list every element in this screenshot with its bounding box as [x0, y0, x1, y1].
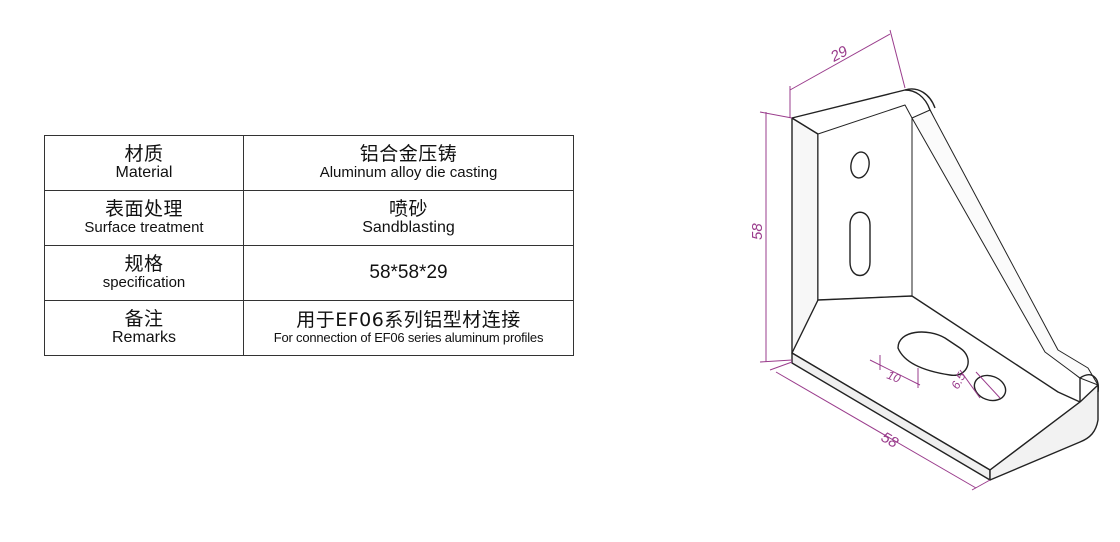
dimension-label-length: 58	[878, 429, 902, 452]
table-row-specification: 规格 specification 58*58*29	[44, 245, 574, 301]
row-value-cell: 58*58*29	[243, 245, 574, 301]
row-key-cell: 表面处理 Surface treatment	[44, 190, 244, 246]
value-chinese: 喷砂	[388, 197, 428, 220]
row-value-cell: 喷砂 Sandblasting	[243, 190, 574, 246]
value-chinese: 铝合金压铸	[359, 143, 458, 166]
row-key-cell: 备注 Remarks	[44, 300, 244, 356]
key-chinese: 规格	[124, 253, 164, 276]
bracket-body	[791, 88, 1099, 481]
table-row-material: 材质 Material 铝合金压铸 Aluminum alloy die cas…	[44, 135, 574, 191]
value-chinese: 用于EF06系列铝型材连接	[296, 309, 521, 332]
dimension-lines	[759, 29, 1001, 491]
table-row-remarks: 备注 Remarks 用于EF06系列铝型材连接 For connection …	[44, 300, 574, 356]
key-english: Surface treatment	[84, 219, 204, 237]
key-english: Remarks	[111, 328, 176, 346]
dimension-label-height: 58	[749, 223, 766, 240]
key-chinese: 备注	[124, 307, 164, 330]
row-value-cell: 用于EF06系列铝型材连接 For connection of EF06 ser…	[243, 300, 574, 356]
row-value-cell: 铝合金压铸 Aluminum alloy die casting	[243, 135, 574, 191]
table-row-surface-treatment: 表面处理 Surface treatment 喷砂 Sandblasting	[44, 190, 574, 246]
key-english: specification	[102, 274, 186, 292]
bracket-technical-drawing: 29 58 58 10 6.5	[749, 29, 1099, 491]
key-english: Material	[115, 163, 173, 181]
row-key-cell: 材质 Material	[44, 135, 244, 191]
dimension-label-width: 29	[827, 42, 851, 66]
specification-table: 材质 Material 铝合金压铸 Aluminum alloy die cas…	[44, 135, 574, 356]
value-english: Aluminum alloy die casting	[319, 164, 498, 182]
value-dimensions: 58*58*29	[369, 262, 448, 284]
row-key-cell: 规格 specification	[44, 245, 244, 301]
value-english: For connection of EF06 series aluminum p…	[273, 330, 544, 346]
dimension-label-slot: 10	[885, 368, 903, 386]
key-chinese: 材质	[124, 142, 164, 165]
bracket-holes	[849, 151, 1007, 402]
value-english: Sandblasting	[362, 218, 455, 236]
key-chinese: 表面处理	[104, 198, 183, 221]
